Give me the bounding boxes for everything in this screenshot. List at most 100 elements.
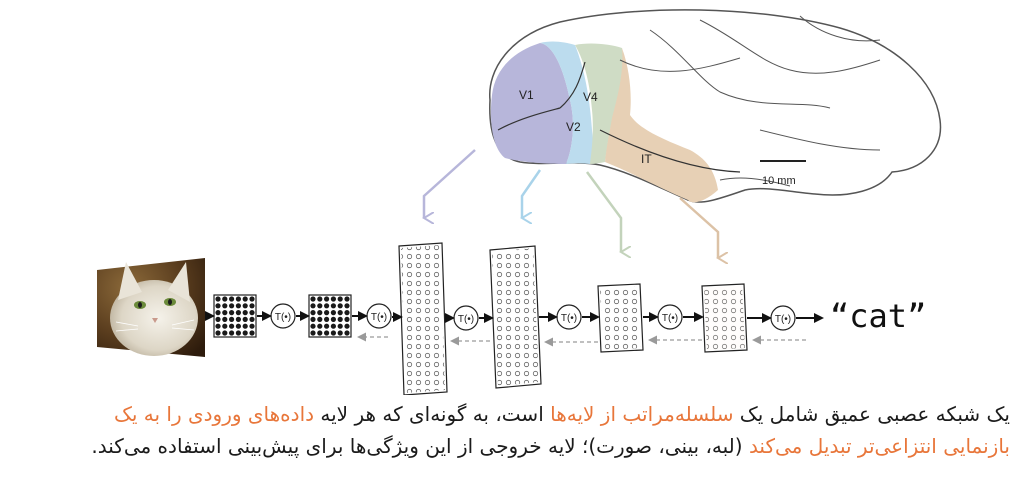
neuron-dot [249, 323, 255, 329]
neuron-dot [242, 296, 248, 302]
neuron-dot [310, 303, 316, 309]
region-label-v2: V2 [566, 120, 581, 134]
transform-node: T(•) [366, 303, 392, 329]
caption-highlight: بازنمایی انتزاعی‌تر تبدیل می‌کند [748, 434, 1010, 458]
arrow-v1 [424, 149, 476, 218]
neuron-dot [337, 296, 343, 302]
neuron-dot [344, 310, 350, 316]
brain-network-diagram: V1 V2 V4 IT 10 mm T(•) [97, 9, 942, 395]
region-label-it: IT [641, 152, 652, 166]
monkey-brain: V1 V2 V4 IT 10 mm [489, 9, 942, 203]
scale-label: 10 mm [762, 175, 796, 187]
neuron-dot [222, 316, 228, 322]
neuron-dot [235, 330, 241, 336]
neuron-dot [344, 303, 350, 309]
neuron-dot [317, 330, 323, 336]
neuron-dot [249, 303, 255, 309]
transform-label: T(•) [775, 314, 791, 325]
neuron-dot [229, 330, 235, 336]
neuron-dot [222, 303, 228, 309]
neuron-dot [235, 303, 241, 309]
output-label: “cat” [830, 297, 926, 335]
neuron-dot [222, 296, 228, 302]
arrow-v2 [522, 169, 542, 218]
transform-node: T(•) [270, 303, 296, 329]
neuron-dot [317, 323, 323, 329]
neuron-dot [215, 323, 221, 329]
neuron-dot [310, 323, 316, 329]
neuron-dot [330, 310, 336, 316]
neuron-dot [344, 330, 350, 336]
neuron-dot [229, 296, 235, 302]
caption-text: است، به گونه‌ای که هر لایه [314, 402, 551, 426]
neuron-dot [330, 303, 336, 309]
neuron-dot [324, 323, 330, 329]
forward-arrows [205, 311, 824, 323]
layer-v2 [489, 245, 542, 389]
neuron-dot [249, 296, 255, 302]
neuron-dot [215, 310, 221, 316]
neuron-dot [317, 303, 323, 309]
region-it [605, 48, 718, 203]
layer-it [701, 283, 748, 353]
caption-text: (لبه، بینی، صورت)؛ لایه خروجی از این ویژ… [91, 434, 749, 458]
neuron-dot [317, 310, 323, 316]
network-pipeline: T(•) T(•) T(•) T(•) [205, 242, 926, 395]
caption-line-2: بازنمایی انتزاعی‌تر تبدیل می‌کند (لبه، ب… [40, 430, 1010, 462]
neuron-dot [215, 316, 221, 322]
transform-node: T(•) [453, 305, 479, 331]
region-label-v4: V4 [583, 90, 598, 104]
region-to-layer-arrows [424, 149, 718, 258]
neuron-dot [344, 316, 350, 322]
region-v1 [490, 43, 573, 164]
caption-line-1: یک شبکه عصبی عمیق شامل یک سلسله‌مراتب از… [40, 398, 1010, 430]
neuron-dot [222, 310, 228, 316]
arrow-it [679, 197, 718, 258]
neuron-dot [330, 323, 336, 329]
transform-label: T(•) [458, 314, 474, 325]
neuron-dot [229, 310, 235, 316]
transform-label: T(•) [275, 312, 291, 323]
neuron-dot [330, 316, 336, 322]
region-v4 [575, 43, 623, 164]
neuron-dot [235, 316, 241, 322]
transform-label: T(•) [662, 313, 678, 324]
neuron-dot [337, 303, 343, 309]
neuron-dot [242, 330, 248, 336]
neuron-dot [310, 310, 316, 316]
region-label-v1: V1 [519, 88, 534, 102]
neuron-dot [235, 296, 241, 302]
neuron-dot [317, 296, 323, 302]
region-v2 [540, 41, 593, 165]
neuron-dot [310, 296, 316, 302]
layer-1 [213, 294, 257, 338]
neuron-dot [310, 330, 316, 336]
neuron-dot [242, 310, 248, 316]
feedback-arrows [357, 332, 806, 347]
neuron-dot [324, 303, 330, 309]
neuron-dot [324, 330, 330, 336]
neuron-dot [229, 316, 235, 322]
neuron-dot [324, 310, 330, 316]
layer-v1 [398, 242, 448, 395]
neuron-dot [242, 316, 248, 322]
neuron-dot [337, 310, 343, 316]
transform-label: T(•) [561, 313, 577, 324]
neuron-dot [310, 316, 316, 322]
neuron-dot [344, 323, 350, 329]
transform-node: T(•) [556, 304, 582, 330]
neuron-dot [337, 323, 343, 329]
layer-2 [308, 294, 352, 338]
layer-v4 [597, 283, 644, 353]
transform-label: T(•) [371, 312, 387, 323]
caption-highlight: سلسله‌مراتب از لایه‌ها [550, 402, 734, 426]
transform-node: T(•) [657, 304, 683, 330]
neuron-dot [242, 303, 248, 309]
caption-highlight: داده‌های ورودی را به یک [113, 402, 315, 426]
neuron-dot [330, 330, 336, 336]
neuron-dot [317, 316, 323, 322]
neuron-dot [222, 323, 228, 329]
neuron-dot [235, 323, 241, 329]
neuron-dot [249, 310, 255, 316]
neuron-dot [215, 330, 221, 336]
